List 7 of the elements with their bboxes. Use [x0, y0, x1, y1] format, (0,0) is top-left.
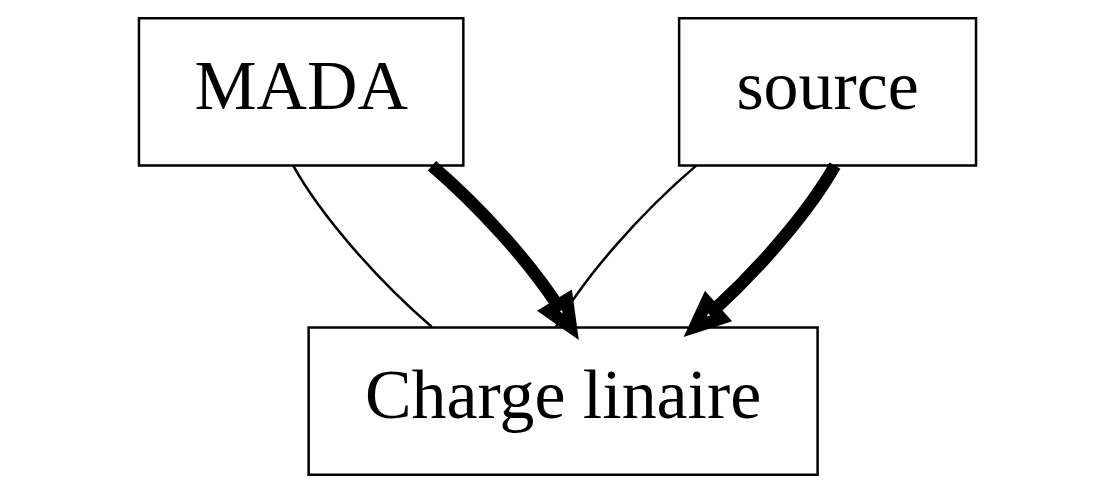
node-box: Charge linaire: [307, 326, 819, 477]
arrow: [683, 162, 841, 338]
node-box: MADA: [137, 16, 465, 167]
connector: [555, 164, 697, 328]
connector: [292, 165, 433, 328]
node-box: source: [677, 16, 978, 167]
arrow: [427, 161, 579, 340]
